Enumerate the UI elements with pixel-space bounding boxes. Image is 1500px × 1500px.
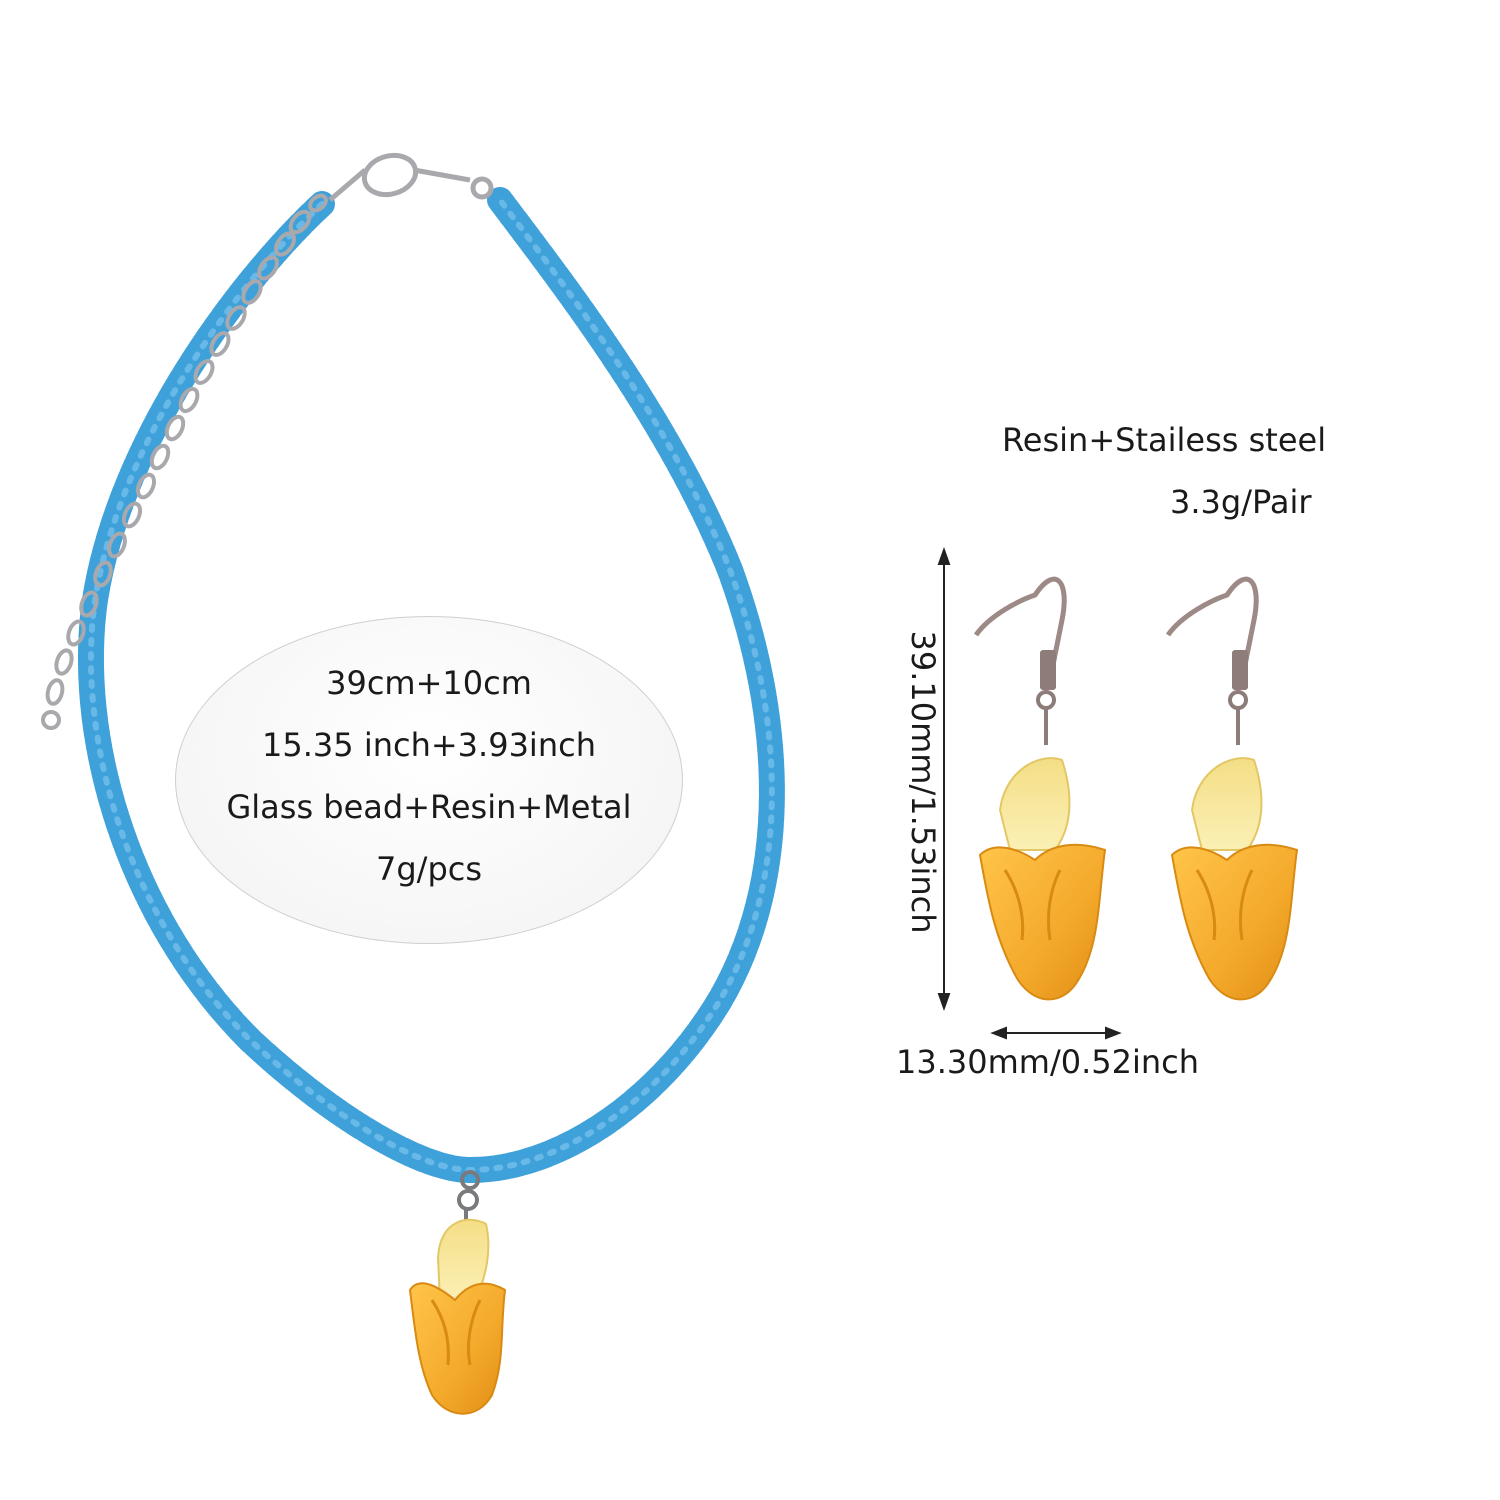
pendant-bail <box>457 1170 480 1220</box>
earring-width-label: 13.30mm/0.52inch <box>896 1043 1200 1081</box>
width-dimension-arrow <box>990 1026 1122 1040</box>
necklace-spec-label: 39cm+10cm 15.35 inch+3.93inch Glass bead… <box>175 616 683 944</box>
earring-right <box>1165 576 1299 1001</box>
necklace <box>41 152 785 1415</box>
earring-height-label: 39.10mm/1.53inch <box>893 612 953 952</box>
earring-weight: 3.3g/Pair <box>1170 483 1312 521</box>
necklace-length-cm: 39cm+10cm <box>326 664 532 702</box>
lobster-clasp <box>328 152 494 202</box>
necklace-length-inch: 15.35 inch+3.93inch <box>262 726 596 764</box>
extender-chain <box>41 193 328 730</box>
earring-height-text: 39.10mm/1.53inch <box>904 630 942 934</box>
necklace-material: Glass bead+Resin+Metal <box>226 788 632 826</box>
necklace-weight: 7g/pcs <box>375 850 483 888</box>
banana-pendant <box>408 1218 507 1415</box>
height-dimension-arrow <box>937 547 951 1011</box>
earring-material: Resin+Stailess steel <box>1002 421 1327 459</box>
earring-left <box>973 576 1107 1001</box>
